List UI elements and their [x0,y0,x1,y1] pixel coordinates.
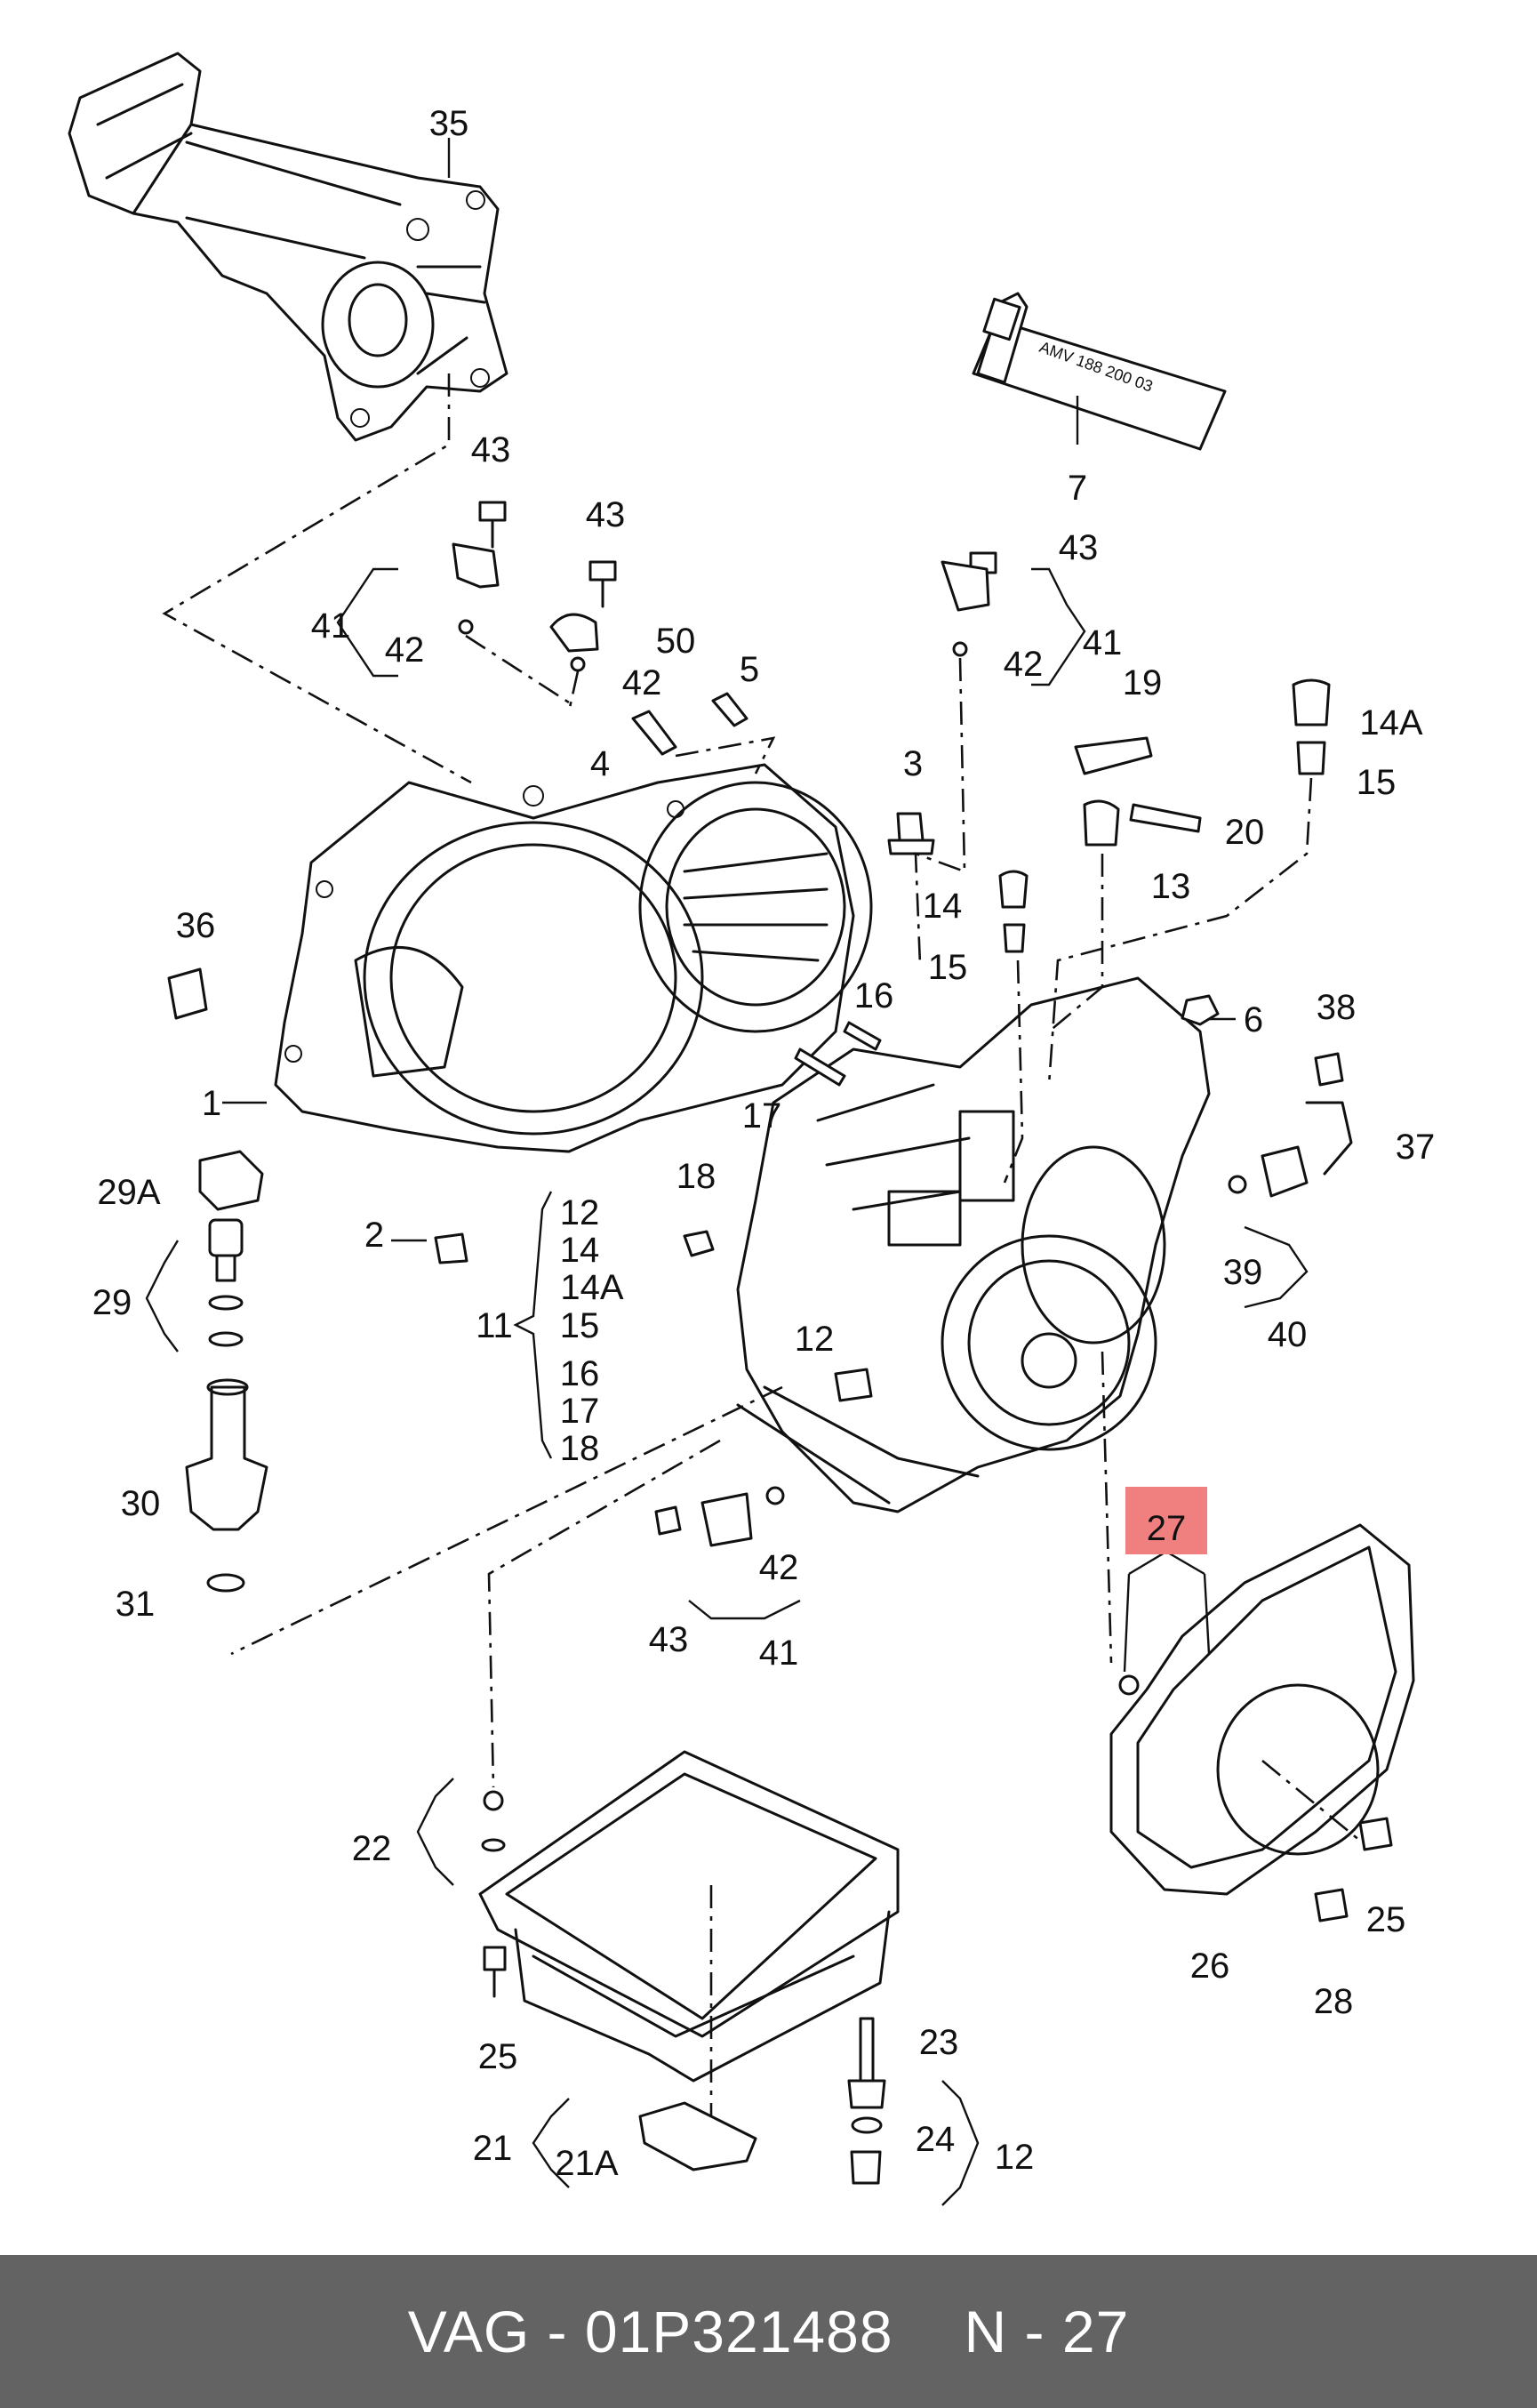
footer-separator: - [547,2299,568,2364]
callout-label: 38 [1317,988,1357,1027]
bell-housing-part [274,763,873,1153]
side-cover-part [1109,1523,1415,1896]
callout-label: 14A [1359,703,1422,742]
callout-label: 42 [622,663,662,702]
callout-label: 36 [176,906,216,945]
callout-label: 41 [759,1633,799,1673]
callout-label: 35 [429,104,469,143]
callout-label: 18 [676,1157,716,1196]
callout-label: 24 [916,2120,956,2159]
callout-label: 23 [919,2023,959,2062]
footer-brand: VAG [407,2299,531,2364]
callout-label: 4 [590,744,610,783]
callout-label: 43 [1059,528,1099,567]
callout-label: 12 [995,2138,1035,2177]
callout-label: 15 [560,1306,600,1345]
callout-label: 41 [1083,623,1123,662]
callout-label: 17 [560,1392,600,1431]
oil-pan-part [478,1750,900,2083]
callout-label: 26 [1190,1946,1230,1986]
callout-label: 5 [740,650,759,689]
callout-label: 25 [478,2037,518,2076]
small-fastener-parts [167,501,1393,2185]
callout-label: 15 [928,948,968,987]
callout-label: 12 [795,1320,835,1359]
callout-label: 43 [586,495,626,534]
callout-label: 42 [385,630,425,670]
callout-label: 17 [742,1096,782,1136]
footer-ref-prefix: N [964,2299,1008,2364]
footer-part-number: 01P321488 [584,2299,893,2364]
callout-label: 43 [649,1620,689,1659]
assembly-lines [162,373,1361,2116]
exploded-parts-diagram: AMV 188 200 03 [68,52,1436,2206]
extension-housing-part [68,52,508,442]
callout-label: 37 [1396,1128,1436,1167]
callout-label: 20 [1225,813,1265,852]
callout-label: 14 [923,887,963,926]
leader-lines [145,138,1309,2206]
callout-label: 50 [656,622,696,661]
footer-separator-2: - [1024,2299,1045,2364]
callout-label: 42 [759,1548,799,1587]
callout-label: 2 [364,1216,384,1255]
callout-label: 6 [1244,1000,1263,1039]
callout-label: 16 [560,1354,600,1393]
sealant-tube-part: AMV 188 200 03 [972,292,1227,451]
callout-label: 11 [476,1306,513,1345]
callout-label: 31 [116,1585,156,1624]
footer-bar: VAG - 01P321488 N - 27 [0,2255,1537,2408]
callout-label: 18 [560,1429,600,1468]
callout-label: 22 [352,1829,392,1868]
callout-label: 15 [1357,763,1397,802]
callout-label: 1 [202,1084,221,1123]
callout-label: 21A [555,2144,618,2183]
filter-part [638,2101,757,2171]
callout-label: 28 [1314,1982,1354,2021]
callout-label: 42 [1004,645,1044,684]
callout-label: 16 [854,976,894,1015]
callout-label: 43 [471,430,511,470]
callout-label: 41 [311,606,351,646]
callout-label: 29 [92,1283,132,1322]
callout-label: 14A [560,1268,623,1307]
callout-label: 19 [1123,663,1163,702]
callout-label: 12 [560,1193,600,1232]
callout-label: 30 [121,1484,161,1523]
callout-label: 7 [1068,469,1087,508]
callout-label: 14 [560,1231,600,1270]
footer-text: VAG - 01P321488 N - 27 [408,2298,1130,2365]
highlight-box [1125,1487,1207,1554]
highlight-label: 27 [1147,1509,1187,1548]
callout-label: 3 [903,744,923,783]
footer-ref-number: 27 [1061,2299,1130,2364]
callout-label: 39 [1223,1253,1263,1292]
callout-label: 21 [473,2129,513,2168]
callout-label: 29A [97,1173,160,1212]
callout-label: 13 [1151,867,1191,906]
callout-label: 25 [1366,1900,1406,1939]
plug-stack-parts [185,1150,268,1593]
callout-label: 40 [1268,1315,1308,1354]
